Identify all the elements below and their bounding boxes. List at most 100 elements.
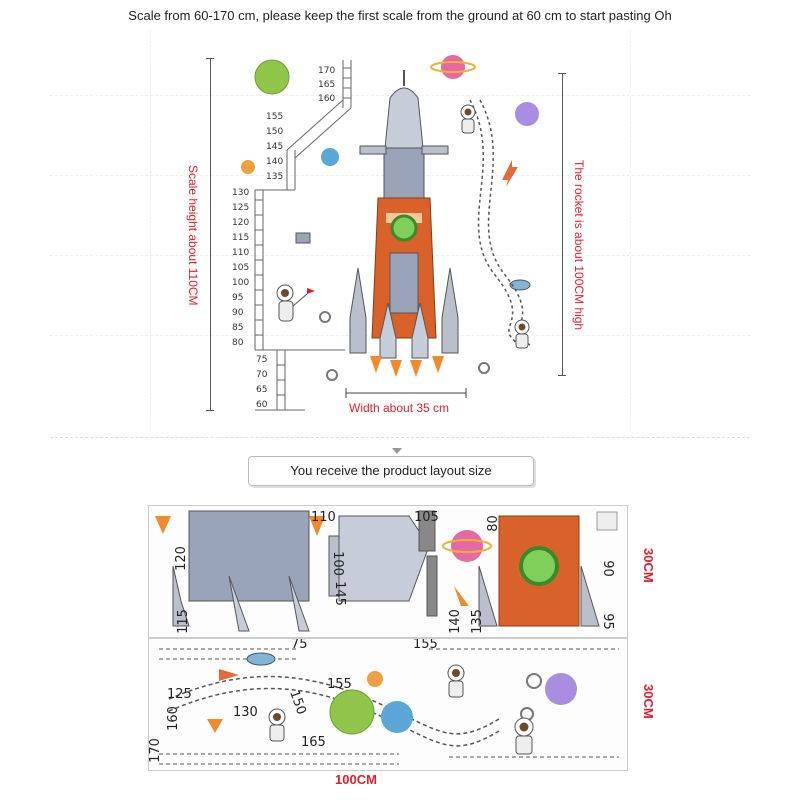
sheet-number: 80 xyxy=(485,515,501,532)
scale-tick-label: 80 xyxy=(232,338,244,348)
sheet-number: 105 xyxy=(414,510,439,525)
sheet-number: 165 xyxy=(301,735,326,750)
dim-tick xyxy=(206,58,214,59)
flame-icon xyxy=(207,719,223,733)
sticker-sheet-bottom: 75 125 130 155 150 165 170 160 155 xyxy=(148,638,628,771)
astronaut-icon xyxy=(514,319,530,349)
satellite-icon xyxy=(295,232,311,244)
sheet-bottom-height-label: 30CM xyxy=(641,684,656,719)
layout-caption: You receive the product layout size xyxy=(248,456,534,486)
gear-icon xyxy=(326,369,338,381)
green-planet-icon xyxy=(329,689,375,735)
scale-tick-label: 110 xyxy=(232,248,250,258)
saturn-planet-icon xyxy=(451,530,483,562)
small-rocket-icon xyxy=(219,669,239,681)
blue-planet-icon xyxy=(381,701,413,733)
rocket-height-line xyxy=(562,73,563,375)
ufo-icon xyxy=(246,652,276,666)
scale-tick-label: 170 xyxy=(318,66,336,76)
orange-planet-icon xyxy=(241,160,255,174)
grid-line xyxy=(630,30,631,430)
sheet-number: 130 xyxy=(233,705,258,720)
dim-tick xyxy=(558,375,566,376)
flame-icon xyxy=(390,360,402,377)
scale-tick-label: 75 xyxy=(256,355,268,365)
scale-tick-label: 155 xyxy=(266,112,284,122)
astronaut-icon xyxy=(268,708,286,742)
height-scale-illustration xyxy=(254,60,352,411)
purple-planet-icon xyxy=(515,102,539,126)
flame-icon xyxy=(454,586,469,606)
width-label: Width about 35 cm xyxy=(349,401,450,415)
scale-tick-label: 100 xyxy=(232,278,250,288)
saturn-planet-icon xyxy=(441,55,465,79)
orange-planet-icon xyxy=(367,671,383,687)
sheet-top-height-label: 30CM xyxy=(641,548,656,583)
scale-tick-label: 90 xyxy=(232,308,244,318)
rocket-height-label: The rocket is about 100CM high xyxy=(572,160,586,331)
astronaut-icon xyxy=(447,664,465,698)
sheet-number: 140 xyxy=(447,609,463,634)
sheet-number: 155 xyxy=(327,677,352,692)
flame-icon xyxy=(309,516,325,536)
section-divider xyxy=(50,437,750,438)
gear-icon xyxy=(478,362,490,374)
purple-planet-icon xyxy=(545,673,577,705)
scale-tick-label: 125 xyxy=(232,203,250,213)
scale-tick-label: 105 xyxy=(232,263,250,273)
small-rocket-icon xyxy=(502,160,518,187)
sheet-number: 110 xyxy=(311,510,336,525)
sticker-sheet-top: 120 115 110 100 145 105 80 140 135 90 95 xyxy=(148,505,628,638)
scale-tick-label: 150 xyxy=(266,127,284,137)
ufo-icon xyxy=(509,279,531,291)
rocket-illustration xyxy=(349,70,459,377)
scale-height-line xyxy=(210,58,211,410)
scale-tick-label: 135 xyxy=(266,172,284,182)
sheet-bottom-artwork xyxy=(159,648,619,765)
dim-tick xyxy=(206,410,214,411)
sheet-number: 120 xyxy=(173,546,189,571)
sheet-number: 170 xyxy=(148,738,163,763)
chain-ladder-icon xyxy=(469,99,521,346)
scale-tick-label: 115 xyxy=(232,233,250,243)
top-caption: Scale from 60-170 cm, please keep the fi… xyxy=(128,8,672,23)
astronaut-icon xyxy=(276,284,315,322)
green-planet-icon xyxy=(254,59,290,95)
space-decorations xyxy=(241,55,539,381)
astronaut-icon xyxy=(460,104,476,134)
arrow-down-icon xyxy=(392,448,402,454)
flame-icon xyxy=(432,356,444,373)
scale-tick-label: 85 xyxy=(232,323,244,333)
sheet-number: 95 xyxy=(599,613,615,630)
astronaut-icon xyxy=(514,717,534,755)
gear-icon xyxy=(319,311,331,323)
scale-tick-label: 70 xyxy=(256,370,268,380)
scale-tick-label: 165 xyxy=(318,80,336,90)
sheet-number: 115 xyxy=(175,609,191,634)
flame-icon xyxy=(370,356,382,373)
sheet-number: 155 xyxy=(413,638,438,652)
sheet-number: 100 xyxy=(329,551,345,576)
sheet-number: 135 xyxy=(469,609,485,634)
grid-line xyxy=(150,30,151,430)
porthole-icon xyxy=(390,214,418,242)
scale-tick-label: 130 xyxy=(232,188,250,198)
sheet-number: 125 xyxy=(167,687,192,702)
scale-tick-label: 95 xyxy=(232,293,244,303)
sheet-number: 90 xyxy=(599,560,615,577)
flame-icon xyxy=(155,516,171,534)
dim-tick xyxy=(558,73,566,74)
porthole-icon xyxy=(519,546,559,586)
gear-icon xyxy=(526,673,542,689)
width-dimension-line xyxy=(345,388,467,398)
flame-icon xyxy=(410,360,422,377)
scale-tick-label: 120 xyxy=(232,218,250,228)
sheet-number: 75 xyxy=(291,638,308,652)
scale-tick-label: 160 xyxy=(318,94,336,104)
sheet-number: 145 xyxy=(331,581,347,606)
sheet-top-artwork xyxy=(155,510,618,632)
scale-tick-label: 65 xyxy=(256,385,268,395)
sheet-width-label: 100CM xyxy=(335,772,377,787)
blue-planet-icon xyxy=(321,148,339,166)
ladder-icon xyxy=(254,60,352,411)
